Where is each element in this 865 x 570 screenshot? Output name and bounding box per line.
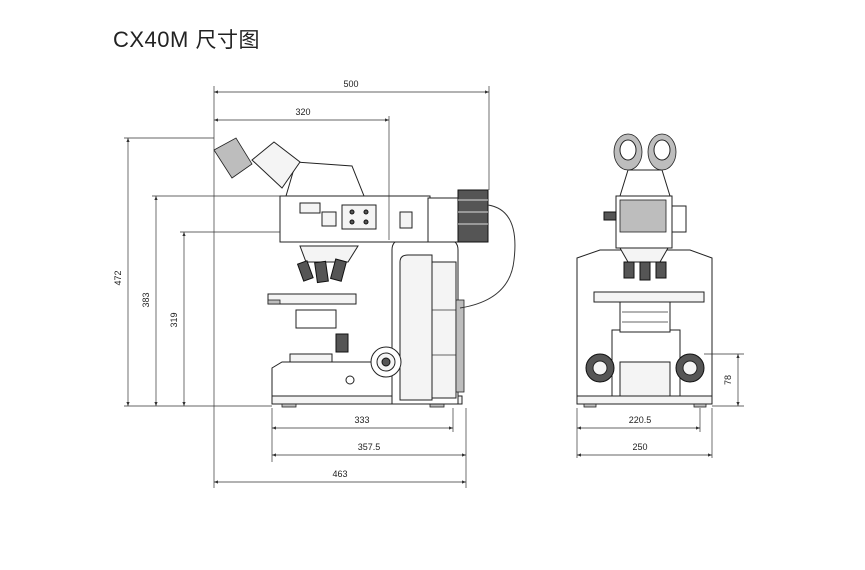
field-lens xyxy=(289,353,333,363)
side-tube xyxy=(285,161,365,197)
title-caption: 尺寸图 xyxy=(195,28,260,52)
front-binocular xyxy=(619,169,671,197)
front-dimensions: 220.5 250 78 xyxy=(576,353,744,458)
dim-inner-width: 220.5 xyxy=(629,415,652,425)
objective-2 xyxy=(314,260,329,284)
model-name: CX40M xyxy=(113,27,189,52)
dim-total-width: 250 xyxy=(632,442,647,452)
side-lamp-housing xyxy=(427,197,459,243)
side-switch xyxy=(345,375,355,385)
dim-overall-depth: 463 xyxy=(332,469,347,479)
front-view-microscope xyxy=(576,133,713,408)
dim-total-height: 472 xyxy=(113,270,123,285)
dim-base-length: 333 xyxy=(354,415,369,425)
dim-depth-to-eyepiece: 320 xyxy=(295,107,310,117)
dim-overall-base: 357.5 xyxy=(358,442,381,452)
condenser xyxy=(295,309,337,329)
objective-3 xyxy=(329,258,347,282)
side-eyepiece xyxy=(213,137,253,179)
dim-height-to-stage: 319 xyxy=(169,312,179,327)
dim-knob-height: 78 xyxy=(723,375,733,385)
nosepiece xyxy=(299,245,359,263)
side-foot-front xyxy=(281,403,297,408)
dim-total-depth: 500 xyxy=(343,79,358,89)
side-dimensions: 500 320 472 383 319 333 357.5 463 xyxy=(113,79,490,488)
page-title: CX40M 尺寸图 xyxy=(113,24,260,54)
side-back-rail xyxy=(455,299,465,393)
side-arm-panel xyxy=(431,261,457,399)
dim-height-to-top: 383 xyxy=(141,292,151,307)
side-base-plate xyxy=(271,395,463,405)
side-eyepiece-tube xyxy=(251,141,301,189)
lamp-cable xyxy=(459,204,516,309)
side-view-microscope xyxy=(213,137,516,408)
front-stage xyxy=(593,291,705,303)
lamp xyxy=(457,189,489,243)
objective-1 xyxy=(296,260,314,282)
stage-knob xyxy=(335,333,349,353)
side-stage xyxy=(267,293,357,305)
side-arm-inner xyxy=(399,254,433,401)
